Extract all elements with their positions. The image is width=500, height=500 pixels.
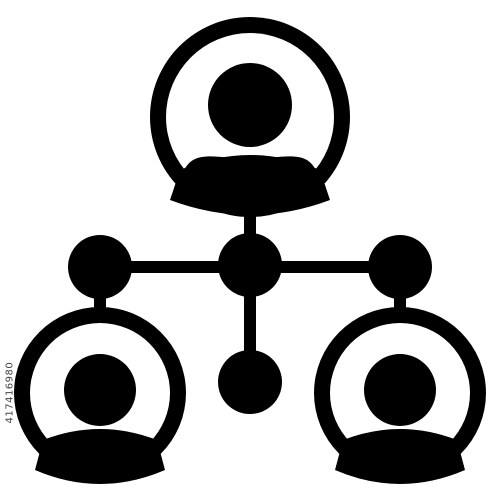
user-body-icon-fill	[170, 155, 330, 215]
node-left	[68, 235, 132, 299]
user-head-icon	[208, 63, 292, 147]
user-left	[14, 307, 186, 484]
user-head-icon	[64, 354, 136, 426]
user-right	[314, 307, 486, 484]
node-center	[218, 233, 282, 297]
node-bottom	[218, 350, 282, 414]
stock-image-id: 417416980	[4, 361, 16, 424]
user-body-icon	[335, 429, 465, 484]
user-head-icon	[364, 354, 436, 426]
user-top	[150, 17, 350, 217]
connector-nodes	[68, 233, 432, 414]
user-body-icon	[35, 429, 165, 484]
node-right	[368, 235, 432, 299]
